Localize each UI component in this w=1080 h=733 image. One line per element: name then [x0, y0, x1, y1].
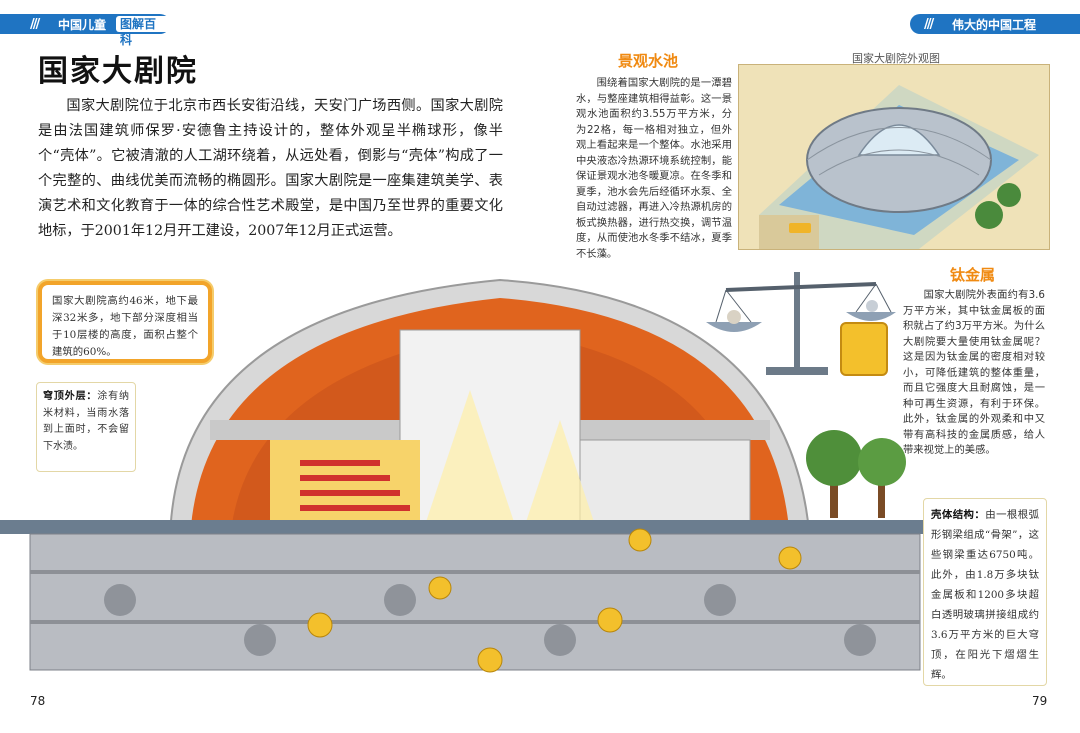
titanium-heading: 钛金属: [950, 266, 996, 284]
header-brand: 中国儿童: [58, 18, 107, 32]
header-left-bar: /// 中国儿童 图解百科: [0, 14, 170, 47]
pool-text: 围绕着国家大剧院的是一潭碧水，与整座建筑相得益彰。这一景观水池面积约3.55万平…: [576, 77, 732, 260]
theater-exterior-icon: [739, 65, 1049, 249]
header-series-title: 伟大的中国工程: [952, 18, 1037, 32]
exterior-illustration: [738, 64, 1050, 250]
stripe-decoration-icon: ///: [924, 17, 934, 32]
stripe-decoration-icon: ///: [30, 17, 40, 32]
dome-callout-text: 涂有纳米材料，当雨水落到上面时，不会留下水渍。: [43, 391, 130, 452]
intro-paragraph: 国家大剧院位于北京市西长安街沿线，天安门广场西侧。国家大剧院是由法国建筑师保罗·…: [38, 98, 503, 239]
dome-callout: 穹顶外层：涂有纳米材料，当雨水落到上面时，不会留下水渍。: [36, 382, 136, 472]
page-number-left: 78: [30, 694, 46, 708]
shell-callout-text: 由一根根弧形钢梁组成“骨架”，这些钢梁重达6750吨。此外，由1.8万多块钛金属…: [931, 509, 1040, 681]
header-tag: 图解百科: [116, 16, 170, 47]
header-right-bar: /// 伟大的中国工程: [910, 14, 1080, 34]
shell-callout-lead: 壳体结构：: [931, 509, 986, 521]
theater-cross-section-icon: [0, 278, 930, 673]
trees-illustration: [800, 418, 910, 518]
titanium-mascot-icon: [840, 322, 888, 376]
cross-section-illustration: [0, 270, 930, 690]
titanium-text: 国家大剧院外表面约有3.6万平方米，其中钛金属板的面积就占了约3万平方米。为什么…: [903, 289, 1045, 456]
page-title: 国家大剧院: [38, 54, 198, 89]
tree-icon: [806, 430, 906, 518]
balance-scale-icon: [706, 272, 896, 375]
page-number-right: 79: [1032, 694, 1048, 708]
balance-scale-illustration: [706, 262, 896, 382]
figure-caption: 国家大剧院外观图: [852, 52, 940, 65]
dome-callout-lead: 穹顶外层：: [43, 391, 98, 402]
depth-callout: 国家大剧院高约46米，地下最深32米多，地下部分深度相当于10层楼的高度，面积占…: [38, 281, 212, 363]
pool-heading: 景观水池: [618, 52, 679, 70]
shell-callout: 壳体结构：由一根根弧形钢梁组成“骨架”，这些钢梁重达6750吨。此外，由1.8万…: [923, 498, 1047, 686]
